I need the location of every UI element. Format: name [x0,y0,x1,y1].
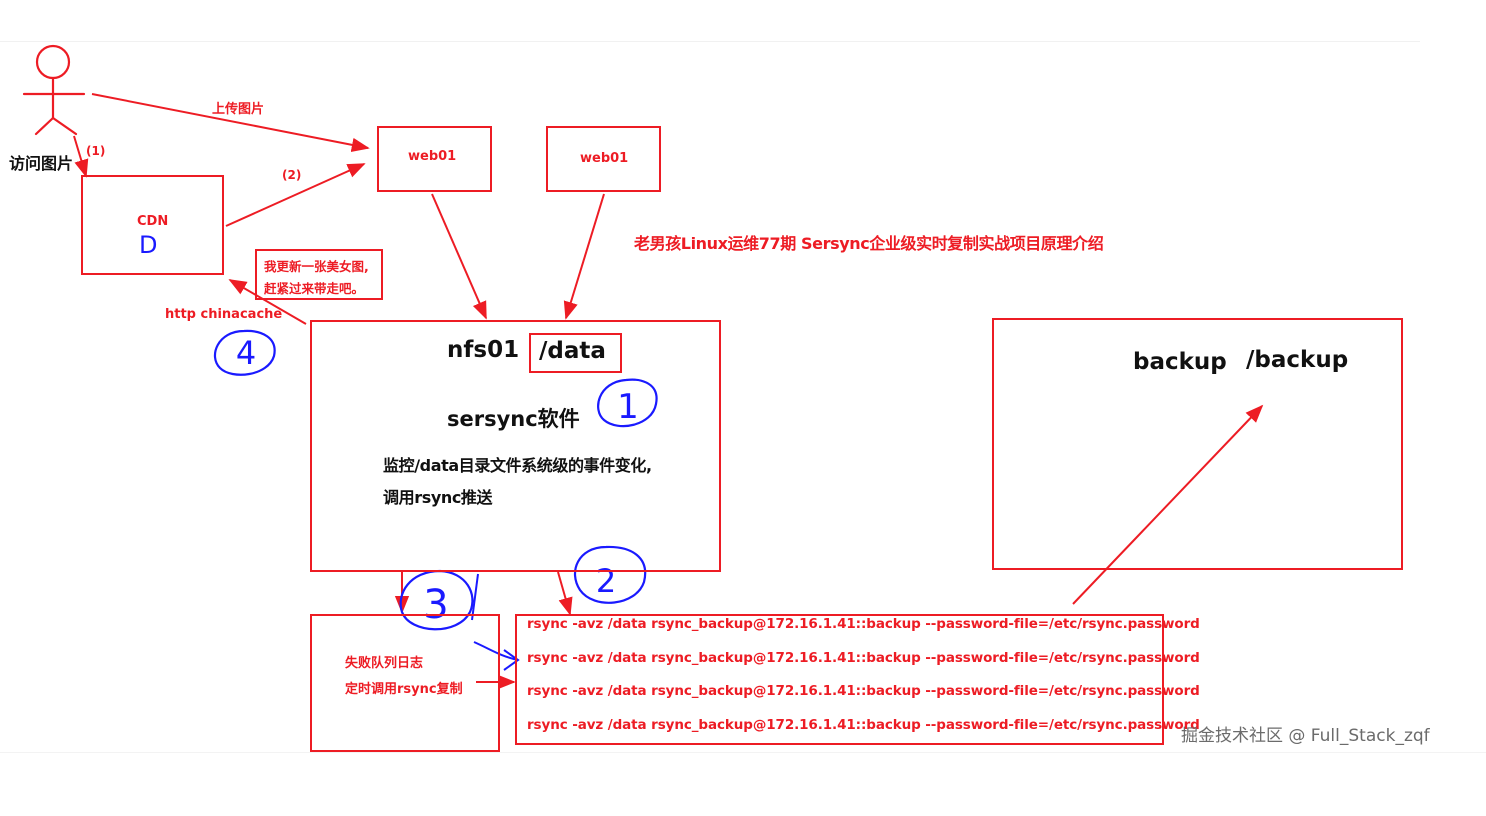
arrow-user-to-cdn [73,135,89,178]
user-label: 访问图片 [9,154,74,173]
rsync-commands-box [515,614,1164,745]
queue-line-1: 失败队列日志 [345,656,424,671]
queue-line-2: 定时调用rsync复制 [345,682,463,697]
rsync-command-4: rsync -avz /data rsync_backup@172.16.1.4… [527,717,1200,733]
failure-queue-box: 失败队列日志 定时调用rsync复制 [310,614,500,752]
marker-tail [471,573,479,621]
diagram-heading: 老男孩Linux运维77期 Sersync企业级实时复制实战项目原理介绍 [634,234,1104,253]
rsync-command-3: rsync -avz /data rsync_backup@172.16.1.4… [527,683,1200,699]
nfs-box: nfs01 /data sersync软件 监控/data目录文件系统级的事件变… [310,320,721,572]
top-divider [0,41,1420,42]
backup-path-label: /backup [1246,347,1349,373]
marker-circle-4 [214,329,276,376]
web01-box-b: web01 [546,126,661,192]
marker-digit-3: 3 [423,582,448,628]
note-line-1: 我更新一张美女图, [264,259,369,274]
step2-edge-label: (2) [282,168,302,182]
web01-box-a: web01 [377,126,492,192]
note-box: 我更新一张美女图, 赶紧过来带走吧。 [255,249,383,300]
marker-circle-3 [399,569,474,631]
nfs-software-label: sersync软件 [447,407,580,431]
arrow-upload [91,93,370,152]
marker-digit-1: 1 [617,387,639,427]
arrow-nfs-to-rsync [557,571,573,616]
hand-arrow-icon [473,641,520,671]
rsync-command-2: rsync -avz /data rsync_backup@172.16.1.4… [527,650,1200,666]
web01-label-a: web01 [408,149,457,164]
nfs-desc-line-1: 监控/data目录文件系统级的事件变化, [383,456,652,475]
arrow-nfs-to-cdn [228,279,307,325]
marker-circle-2 [574,545,647,604]
nfs-path-label: /data [539,338,606,364]
arrow-web2-to-nfs [563,193,605,320]
arrow-cdn-to-web [225,163,366,227]
rsync-command-1: rsync -avz /data rsync_backup@172.16.1.4… [527,616,1200,632]
upload-edge-label: 上传图片 [212,102,265,117]
cdn-mark: D [139,231,158,259]
backup-host-label: backup [1133,349,1227,375]
user-figure-icon [22,44,86,136]
arrow-web1-to-nfs [431,193,487,320]
nfs-desc-line-2: 调用rsync推送 [383,488,493,507]
marker-digit-4: 4 [236,334,256,372]
marker-circle-1 [597,378,658,428]
arrow-rsync-to-backup [1072,404,1264,605]
nfs-host-label: nfs01 [447,337,520,363]
cdn-box: CDN D [81,175,224,275]
note-line-2: 赶紧过来带走吧。 [264,281,365,296]
nfs-path-box: /data [529,333,622,373]
cdn-title: CDN [137,214,169,229]
backup-box: backup /backup [992,318,1403,570]
step1-edge-label: (1) [86,144,106,158]
http-edge-label: http chinacache [165,307,283,322]
bottom-divider [0,752,1486,753]
web01-label-b: web01 [580,151,629,166]
watermark-text: 掘金技术社区 @ Full_Stack_zqf [1181,726,1430,746]
